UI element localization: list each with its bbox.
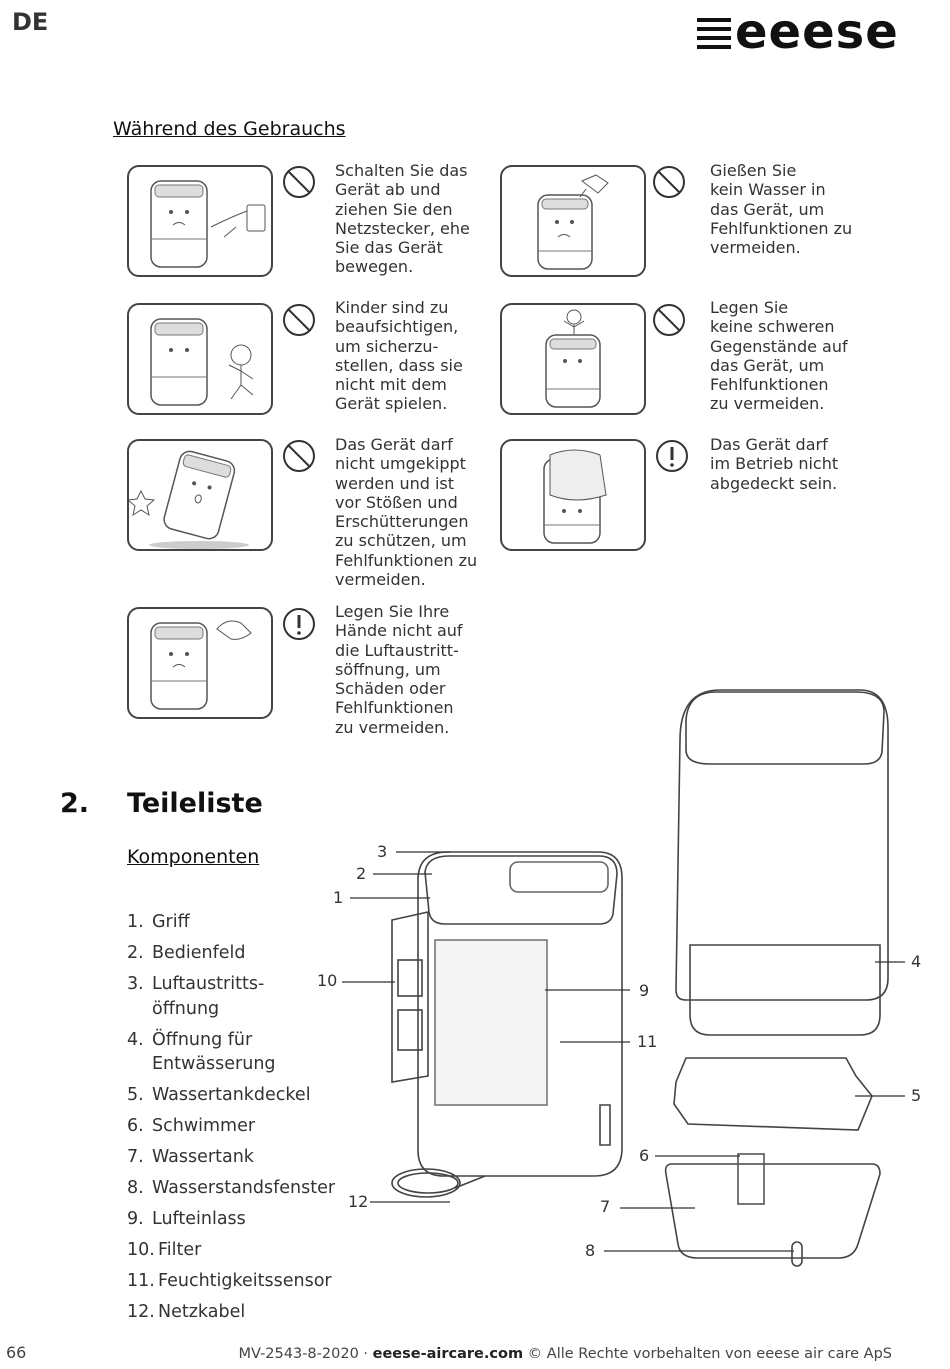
prohibited-icon <box>283 304 315 336</box>
water-tank <box>664 1163 881 1259</box>
callout-1: 1 <box>333 888 344 907</box>
section-heading-during-use: Während des Gebrauchs <box>113 118 346 140</box>
logo-bars-icon <box>697 18 731 54</box>
components-heading: Komponenten <box>127 846 260 868</box>
section-number: 2. <box>60 788 90 819</box>
page-number: 66 <box>6 1343 27 1362</box>
illustration-do-not-tip-over <box>127 439 273 551</box>
list-item: 5.Wassertankdeckel <box>127 1085 311 1105</box>
callout-9: 9 <box>639 981 650 1000</box>
list-item: 11.Feuchtigkeitssensor <box>127 1271 332 1291</box>
warning-text-hands-off: Legen Sie Ihre Hände nicht auf die Lufta… <box>335 602 463 737</box>
eeese-logo: eeese <box>697 4 898 60</box>
list-item: 4.Öffnung für Entwässerung <box>127 1029 276 1075</box>
warning-text-heavy-objects: Legen Sie keine schweren Gegenstände auf… <box>710 298 848 414</box>
exclamation-icon <box>283 608 315 640</box>
callout-7: 7 <box>600 1197 611 1216</box>
logo-text: eeese <box>735 4 899 60</box>
warning-text-unplug: Schalten Sie das Gerät ab und ziehen Sie… <box>335 161 470 277</box>
power-cord <box>391 1168 461 1198</box>
list-item: 12.Netzkabel <box>127 1302 246 1322</box>
prohibited-icon <box>283 440 315 472</box>
prohibited-icon <box>653 304 685 336</box>
section-title: Teileliste <box>127 788 263 819</box>
callout-8: 8 <box>585 1241 596 1260</box>
water-tank-lid <box>673 1057 873 1131</box>
list-item: 8.Wasserstandsfenster <box>127 1178 336 1198</box>
callout-4: 4 <box>911 952 922 971</box>
callout-5: 5 <box>911 1086 922 1105</box>
footer-url[interactable]: eeese-aircare.com <box>372 1346 524 1362</box>
front-unit-top <box>424 855 618 925</box>
prohibited-icon <box>653 166 685 198</box>
illustration-no-heavy-objects <box>500 303 646 415</box>
prohibited-icon <box>283 166 315 198</box>
language-code: DE <box>12 8 49 36</box>
warning-text-cover: Das Gerät darf im Betrieb nicht abgedeck… <box>710 435 839 493</box>
illustration-no-water <box>500 165 646 277</box>
callout-6: 6 <box>639 1146 650 1165</box>
parts-list: 1.Griff 2.Bedienfeld 3.Luftaustritts- öf… <box>127 910 335 1331</box>
list-item: 3.Luftaustritts- öffnung <box>127 974 265 1019</box>
air-inlet-grille <box>434 939 548 1106</box>
water-level-window <box>791 1241 803 1267</box>
callout-11: 11 <box>637 1032 658 1051</box>
illustration-do-not-cover <box>500 439 646 551</box>
list-item: 1.Griff <box>127 912 190 932</box>
list-item: 9.Lufteinlass <box>127 1209 246 1229</box>
callout-12: 12 <box>348 1192 369 1211</box>
list-item: 6.Schwimmer <box>127 1116 256 1136</box>
warning-text-tip-over: Das Gerät darf nicht umgekippt werden un… <box>335 435 478 590</box>
callout-10: 10 <box>317 971 338 990</box>
rear-unit-body <box>675 689 889 1001</box>
illustration-hands-off-outlet <box>127 607 273 719</box>
warning-text-children: Kinder sind zu beaufsichtigen, um sicher… <box>335 298 463 414</box>
illustration-unplug-before-moving <box>127 165 273 277</box>
list-item: 10.Filter <box>127 1240 202 1260</box>
callout-2: 2 <box>356 864 367 883</box>
filter-frame <box>391 911 429 1083</box>
callout-3: 3 <box>377 842 388 861</box>
illustration-supervise-children <box>127 303 273 415</box>
warning-text-no-water: Gießen Sie kein Wasser in das Gerät, um … <box>710 161 853 258</box>
list-item: 7.Wassertank <box>127 1147 254 1167</box>
footer-copyright: MV-2543-8-2020 · eeese-aircare.com © All… <box>238 1346 892 1362</box>
exclamation-icon <box>656 440 688 472</box>
list-item: 2.Bedienfeld <box>127 943 246 963</box>
